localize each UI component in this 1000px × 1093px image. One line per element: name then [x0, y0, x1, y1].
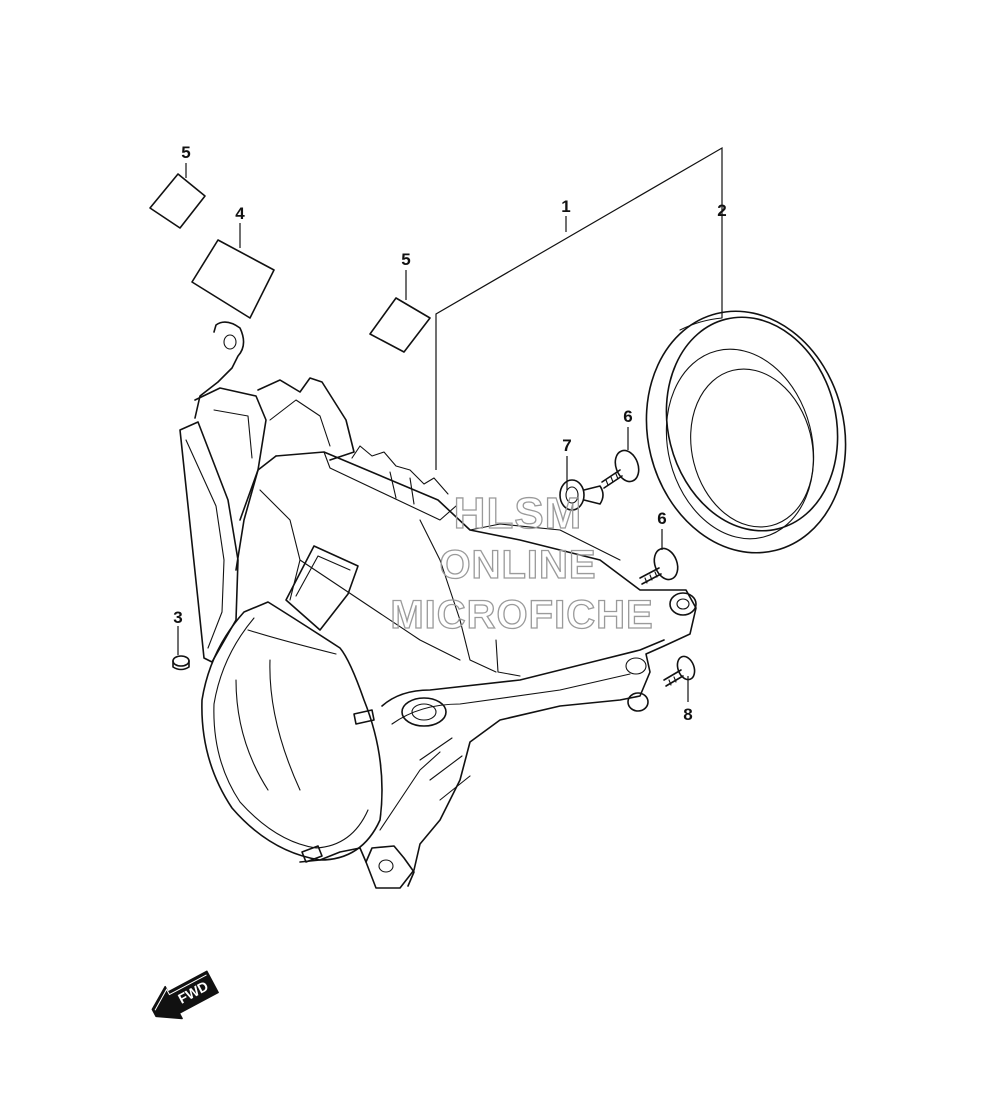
headlight-assembly [179, 321, 697, 889]
callout-2: 2 [717, 201, 726, 220]
watermark-line3: MICROFICHE [390, 593, 653, 637]
callout-5a: 5 [181, 143, 190, 162]
leader-lines [177, 146, 723, 702]
callout-3: 3 [173, 608, 182, 627]
watermark-line2: ONLINE [439, 543, 596, 587]
callout-8: 8 [683, 705, 692, 724]
callout-6a: 6 [623, 407, 632, 426]
fwd-direction-badge: FWD [151, 970, 219, 1020]
callout-6b: 6 [657, 509, 666, 528]
small-cap-3 [172, 655, 190, 671]
watermark: HLSM ONLINE MICROFICHE [390, 488, 654, 637]
screw-6b [639, 547, 679, 585]
callout-1: 1 [561, 197, 570, 216]
callout-numbers: 1 2 3 4 5 5 6 6 7 8 [173, 143, 726, 724]
label-sticker-5a [149, 173, 206, 229]
label-sticker-5b [369, 297, 431, 353]
screw-8 [663, 655, 696, 687]
callout-5b: 5 [401, 250, 410, 269]
screw-6a [601, 449, 640, 489]
watermark-line1: HLSM [454, 489, 583, 538]
headlight-bezel-ring [645, 310, 847, 554]
fwd-arrow-icon [151, 970, 219, 1020]
grommet-7 [559, 479, 604, 511]
callout-4: 4 [235, 204, 245, 223]
callout-7: 7 [562, 436, 571, 455]
label-sticker-4 [191, 239, 275, 319]
